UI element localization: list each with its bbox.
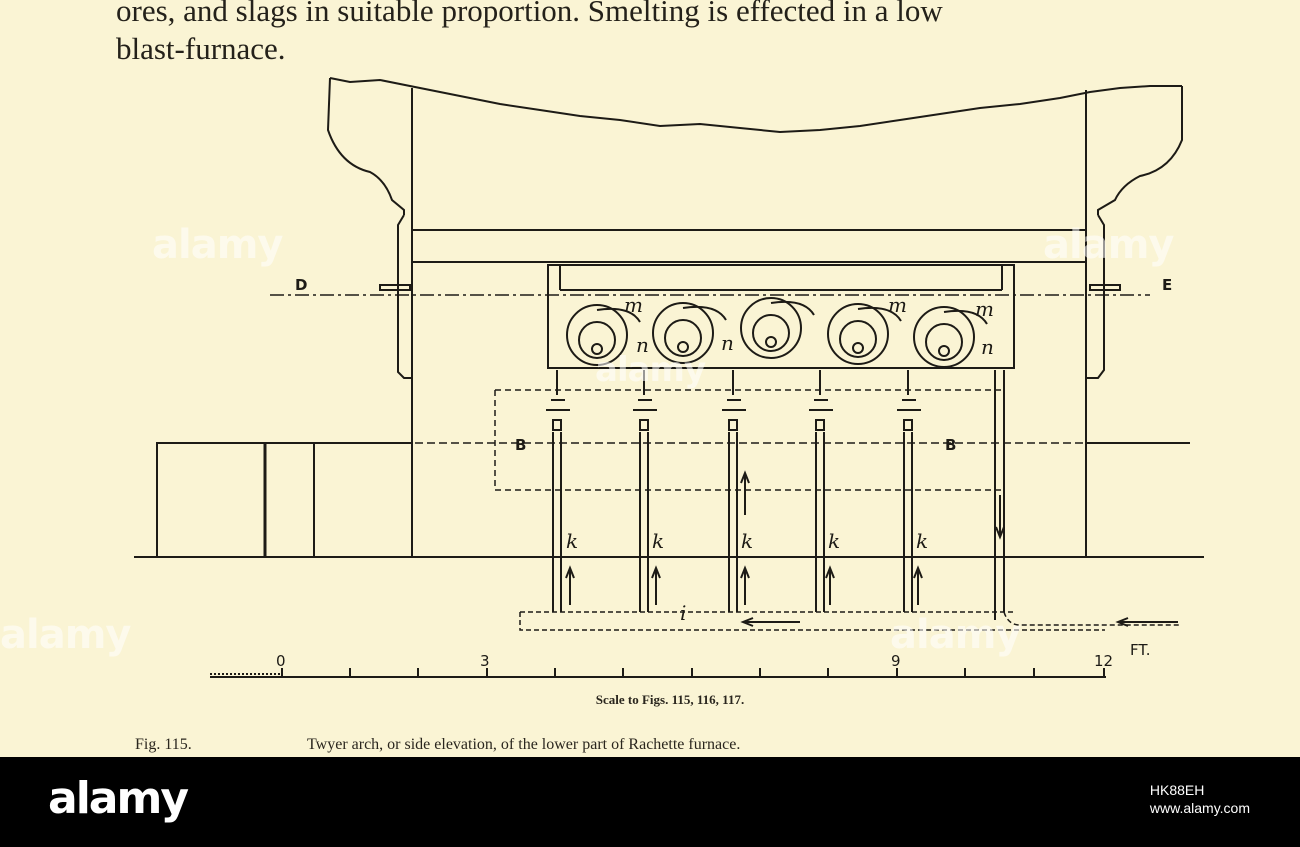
tuyere-4	[827, 303, 902, 365]
watermark-1: alamy	[152, 222, 283, 268]
tuyere-1	[566, 304, 641, 366]
label-n-2: n	[721, 331, 734, 355]
watermark-4: alamy	[890, 612, 1021, 658]
right-corbel	[1097, 86, 1183, 215]
image-id: HK88EH	[1149, 782, 1205, 798]
scale-tick-3: 3	[480, 652, 490, 670]
body-text: ores, and slags in suitable proportion. …	[116, 0, 1216, 68]
figure-caption: Fig. 115. Twyer arch, or side elevation, …	[135, 736, 740, 754]
label-D: D	[295, 276, 307, 294]
figure-number: Fig. 115.	[135, 736, 192, 753]
label-n-3: n	[981, 335, 994, 359]
blast-pipes	[519, 370, 1180, 631]
tuyere-box	[547, 264, 1015, 369]
tuyere-3	[740, 297, 815, 359]
watermark-2: alamy	[1043, 222, 1174, 268]
tuyere-row	[566, 297, 988, 368]
scale-tick-9: 9	[891, 652, 901, 670]
label-B-right: B	[945, 436, 956, 454]
left-corbel	[326, 77, 405, 215]
label-m-3: m	[975, 297, 994, 321]
scale-tick-12: 12	[1094, 652, 1113, 670]
tuyere-2	[652, 302, 727, 364]
label-n-1: n	[636, 333, 649, 357]
scale-unit: FT.	[1130, 641, 1151, 659]
body-text-line-2: blast-furnace.	[116, 31, 286, 66]
book-page: ores, and slags in suitable proportion. …	[0, 0, 1216, 754]
stock-footer: alamy HK88EH www.alamy.com	[0, 757, 1300, 847]
masonry-top	[329, 77, 1182, 134]
scale-tick-0: 0	[276, 652, 286, 670]
label-k-3: k	[741, 529, 753, 553]
tuyere-5	[913, 306, 988, 368]
label-k-2: k	[652, 529, 664, 553]
label-E: E	[1162, 276, 1172, 294]
watermark-center: alamy	[595, 350, 706, 390]
scale-caption: Scale to Figs. 115, 116, 117.	[595, 692, 745, 707]
label-k-5: k	[916, 529, 928, 553]
label-B-left: B	[515, 436, 526, 454]
site-url: www.alamy.com	[1149, 800, 1250, 816]
figure-caption-text: Twyer arch, or side elevation, of the lo…	[307, 736, 741, 753]
label-k-1: k	[566, 529, 578, 553]
furnace-elevation-figure: D E B B m m m n n n k k k k k i	[134, 77, 1204, 678]
watermark-3: alamy	[0, 612, 131, 658]
label-m-2: m	[888, 293, 907, 317]
label-k-4: k	[828, 529, 840, 553]
label-m-1: m	[624, 293, 643, 317]
image-code: HK88EH www.alamy.com	[1150, 781, 1250, 817]
alamy-logo: alamy	[48, 773, 189, 824]
scale-bar	[210, 668, 1106, 678]
label-i: i	[680, 601, 686, 625]
body-text-line-1: ores, and slags in suitable proportion. …	[116, 0, 943, 28]
